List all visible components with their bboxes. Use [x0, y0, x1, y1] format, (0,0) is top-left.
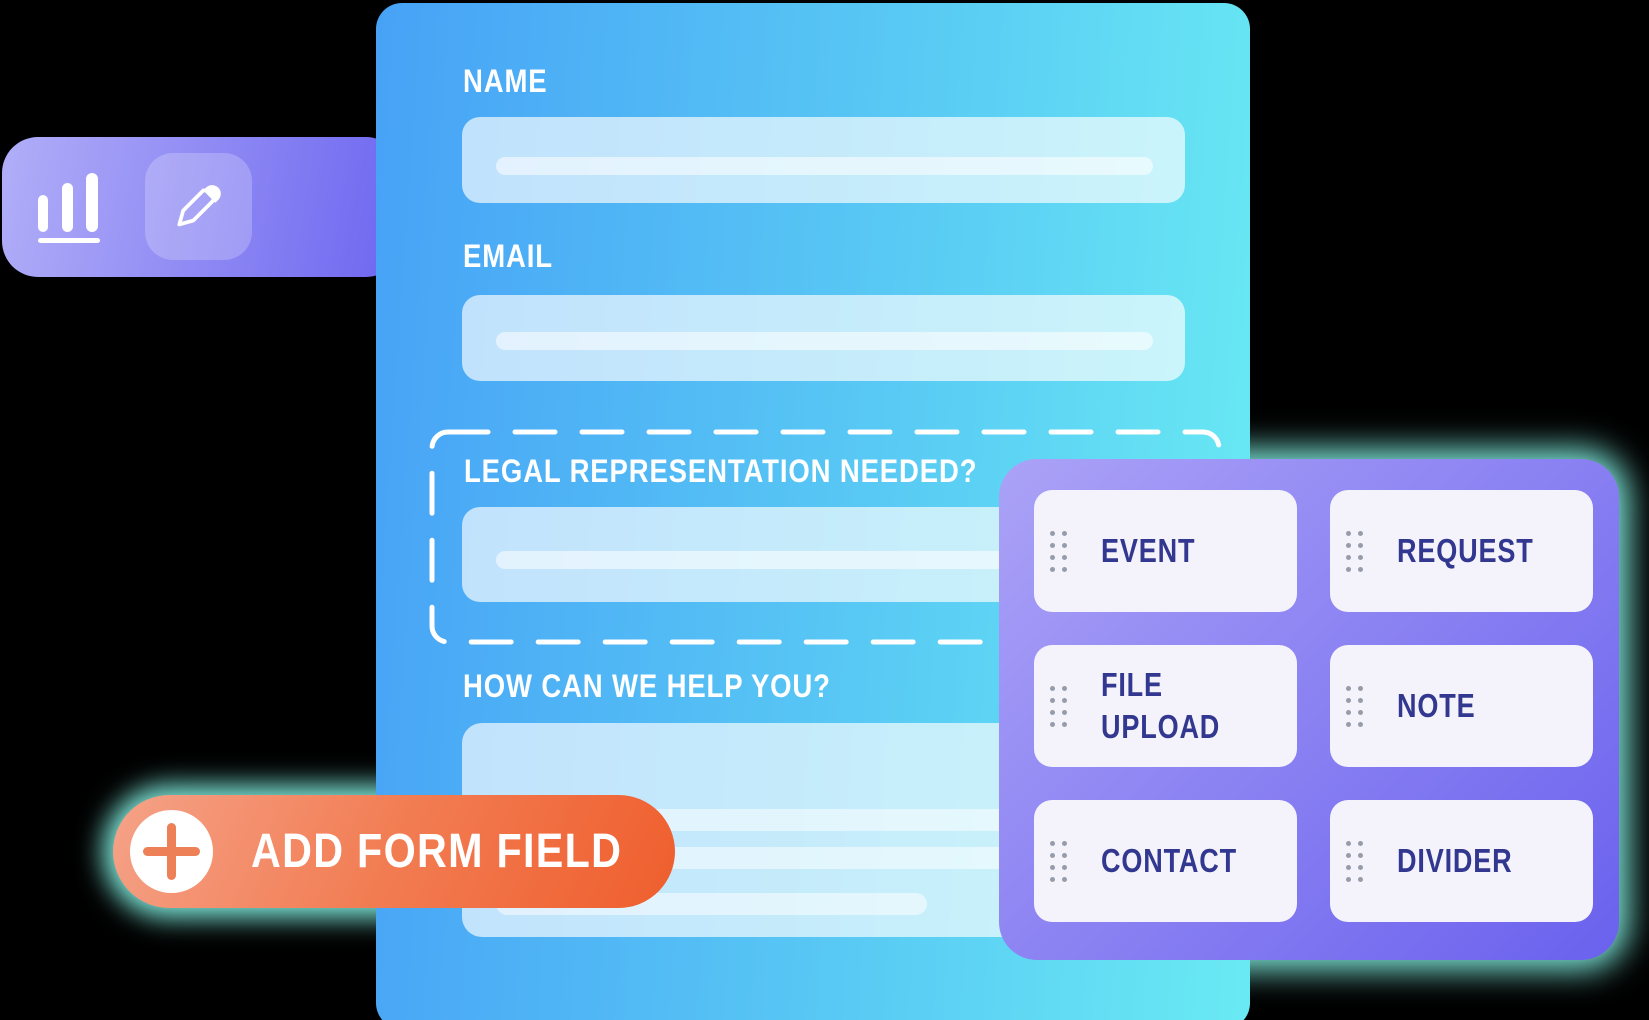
- palette-item-label: FILE UPLOAD: [1101, 666, 1221, 745]
- name-input[interactable]: [462, 117, 1185, 203]
- drag-handle-icon[interactable]: [1346, 530, 1363, 572]
- bar-chart-icon[interactable]: [36, 172, 102, 244]
- bar-chart-bar: [62, 183, 73, 232]
- mini-toolbar: [2, 137, 402, 277]
- field-type-palette: EVENT REQUEST FILE UPLOAD NOTE: [999, 459, 1619, 960]
- email-input-placeholder-bar: [496, 332, 1153, 350]
- palette-item-file-upload[interactable]: FILE UPLOAD: [1034, 645, 1297, 767]
- palette-item-note[interactable]: NOTE: [1330, 645, 1593, 767]
- email-field-label: EMAIL: [463, 238, 553, 274]
- palette-item-label: CONTACT: [1101, 842, 1238, 879]
- name-field-label: NAME: [463, 63, 548, 99]
- palette-item-contact[interactable]: CONTACT: [1034, 800, 1297, 922]
- bar-chart-underline: [38, 238, 100, 243]
- palette-item-label: NOTE: [1397, 687, 1476, 724]
- legal-representation-field-label: LEGAL REPRESENTATION NEEDED?: [464, 453, 978, 489]
- legal-representation-placeholder-bar: [496, 551, 1153, 569]
- pencil-icon: [168, 173, 230, 240]
- email-input[interactable]: [462, 295, 1185, 381]
- bar-chart-bar: [86, 173, 98, 232]
- drag-handle-icon[interactable]: [1050, 685, 1067, 727]
- palette-item-label: EVENT: [1101, 532, 1196, 569]
- add-form-field-label: ADD FORM FIELD: [251, 825, 623, 878]
- plus-icon: [130, 810, 213, 893]
- palette-item-label: DIVIDER: [1397, 842, 1513, 879]
- edit-button[interactable]: [145, 153, 252, 260]
- name-input-placeholder-bar: [496, 157, 1153, 175]
- drag-handle-icon[interactable]: [1050, 840, 1067, 882]
- palette-item-event[interactable]: EVENT: [1034, 490, 1297, 612]
- palette-item-divider[interactable]: DIVIDER: [1330, 800, 1593, 922]
- palette-item-request[interactable]: REQUEST: [1330, 490, 1593, 612]
- bar-chart-bar: [38, 195, 48, 232]
- help-field-label: HOW CAN WE HELP YOU?: [463, 668, 831, 704]
- drag-handle-icon[interactable]: [1050, 530, 1067, 572]
- add-form-field-button[interactable]: ADD FORM FIELD: [113, 795, 675, 908]
- palette-item-label: REQUEST: [1397, 532, 1534, 569]
- drag-handle-icon[interactable]: [1346, 685, 1363, 727]
- drag-handle-icon[interactable]: [1346, 840, 1363, 882]
